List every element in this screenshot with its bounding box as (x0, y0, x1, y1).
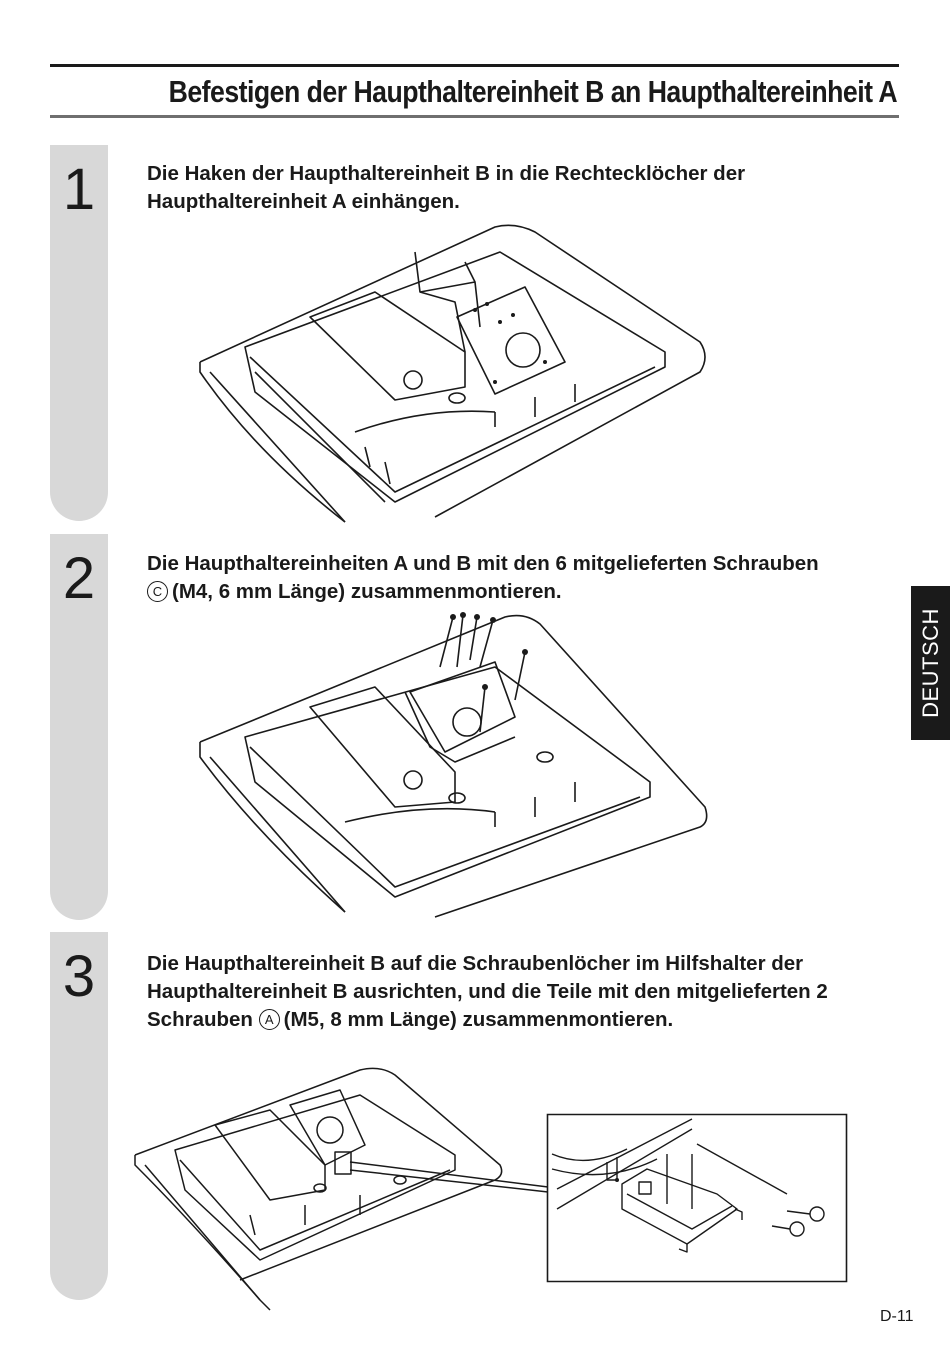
step-3-text: Die Haupthaltereinheit B auf die Schraub… (147, 950, 907, 1034)
step-3-detail-inset (547, 1114, 847, 1282)
step-2-illustration (195, 612, 715, 922)
screw-c-symbol: C (147, 581, 168, 602)
page-title-frame: Befestigen der Haupthaltereinheit B an H… (50, 64, 899, 118)
step-2-bar: 2 (50, 534, 108, 920)
step-1-text: Die Haken der Haupthaltereinheit B in di… (147, 162, 746, 213)
step-3-text-spec: (M5, 8 mm Länge) zusammenmontieren. (283, 1008, 674, 1031)
step-2-text-main: Die Haupthaltereinheiten A und B mit den… (147, 552, 819, 575)
step-3-text-main: Die Haupthaltereinheit B auf die Schraub… (147, 952, 828, 1031)
page-title: Befestigen der Haupthaltereinheit B an H… (168, 74, 898, 109)
step-1-illustration (195, 222, 715, 522)
step-1-bar: 1 (50, 145, 108, 521)
language-tab-label: DEUTSCH (917, 608, 943, 718)
screw-a-symbol: A (258, 1009, 280, 1030)
step-3-number: 3 (62, 944, 96, 1009)
language-tab: DEUTSCH (911, 586, 950, 740)
step-2-text: Die Haupthaltereinheiten A und B mit den… (147, 550, 907, 606)
step-1-number: 1 (62, 157, 96, 222)
step-3-bar: 3 (50, 932, 108, 1300)
step-2-number: 2 (62, 546, 96, 611)
step-2-text-spec: (M4, 6 mm Länge) zusammenmontieren. (172, 580, 562, 603)
page-number: D-11 (880, 1308, 914, 1325)
step-3-illustration (130, 1040, 510, 1310)
